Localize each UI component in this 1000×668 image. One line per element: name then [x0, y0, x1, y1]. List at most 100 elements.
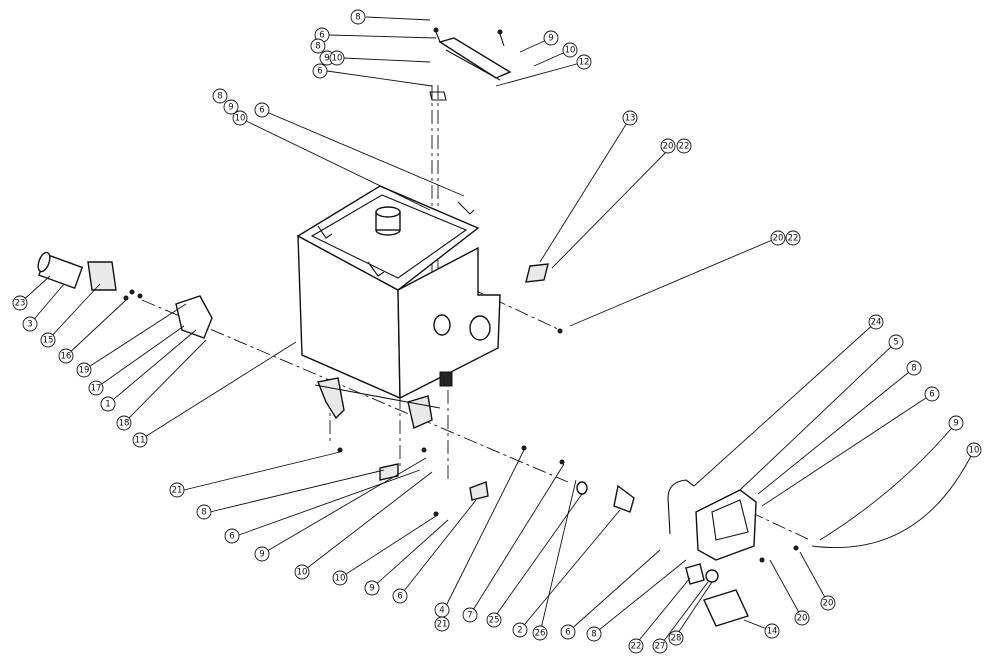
- callout-circle: [196, 504, 212, 520]
- callout-label: 22: [788, 234, 799, 244]
- callout-balloon: 9: [948, 415, 964, 431]
- callout-label: 11: [135, 436, 146, 446]
- callout-balloon: 6: [560, 624, 576, 640]
- callout-circle: [560, 624, 576, 640]
- callout-circle: [312, 63, 328, 79]
- callout-circle: [770, 230, 786, 246]
- callout-balloon: 14: [764, 623, 780, 639]
- callout-label: 3: [27, 320, 32, 330]
- callout-circle: [628, 638, 644, 654]
- callout-label: 10: [332, 54, 343, 64]
- callout-label: 20: [663, 142, 674, 152]
- callout-label: 8: [591, 630, 596, 640]
- callout-circle: [392, 588, 408, 604]
- callout-circle: [888, 334, 904, 350]
- callout-circle: [532, 625, 548, 641]
- callout-circle: [88, 380, 104, 396]
- callout-label: 1: [105, 400, 110, 410]
- callout-balloon: 26: [532, 625, 548, 641]
- callout-label: 10: [565, 46, 576, 56]
- callout-circle: [785, 230, 801, 246]
- hydraulic-tank: [296, 185, 501, 429]
- callout-balloon: 5: [888, 334, 904, 350]
- callout-balloon: 22: [785, 230, 801, 246]
- callout-circle: [232, 110, 248, 126]
- callout-label: 4: [439, 606, 444, 616]
- callout-balloon: 6: [392, 588, 408, 604]
- callout-balloon: 20: [794, 610, 810, 626]
- callout-balloon: 16: [58, 348, 74, 364]
- callout-label: 22: [631, 642, 642, 652]
- callout-circle: [364, 580, 380, 596]
- callout-balloon: 6: [924, 386, 940, 402]
- callout-balloon: 17: [88, 380, 104, 396]
- callout-balloon: 20: [770, 230, 786, 246]
- callout-balloon: 6: [224, 528, 240, 544]
- callout-balloon: 6: [254, 102, 270, 118]
- callout-balloon: 7: [462, 607, 478, 623]
- callout-label: 26: [535, 629, 546, 639]
- callout-circle: [224, 528, 240, 544]
- callout-circle: [562, 42, 578, 58]
- callout-balloon: 15: [40, 332, 56, 348]
- callout-balloon: 10: [294, 564, 310, 580]
- callout-circle: [660, 138, 676, 154]
- callout-circle: [40, 332, 56, 348]
- callout-circle: [948, 415, 964, 431]
- callout-balloon: 10: [966, 442, 982, 458]
- callout-circle: [906, 360, 922, 376]
- callout-balloon: 10: [329, 50, 345, 66]
- callout-circle: [350, 9, 366, 25]
- callout-label: 28: [671, 634, 682, 644]
- callout-balloon: 23: [12, 295, 28, 311]
- callout-label: 6: [565, 628, 570, 638]
- filler-cap: [375, 206, 401, 236]
- callout-circle: [310, 38, 326, 54]
- callout-balloon: 25: [486, 612, 502, 628]
- callout-label: 18: [119, 419, 130, 429]
- callout-label: 24: [871, 318, 882, 328]
- callout-circle: [676, 138, 692, 154]
- fittings: [337, 263, 635, 517]
- callout-label: 9: [259, 550, 264, 560]
- callout-label: 8: [217, 92, 222, 102]
- callout-label: 6: [259, 106, 264, 116]
- callout-label: 9: [369, 584, 374, 594]
- sight-box-assembly: [667, 479, 799, 627]
- callout-balloon: 9: [543, 30, 559, 46]
- callout-balloon: 3: [22, 316, 38, 332]
- callout-balloon: 19: [76, 362, 92, 378]
- callout-label: 19: [79, 366, 90, 376]
- callout-label: 10: [297, 568, 308, 578]
- callout-circle: [169, 482, 185, 498]
- callout-label: 6: [929, 390, 934, 400]
- callout-circle: [22, 316, 38, 332]
- callout-circle: [332, 570, 348, 586]
- callout-label: 20: [823, 599, 834, 609]
- callout-circle: [12, 295, 28, 311]
- callout-circle: [132, 432, 148, 448]
- callout-circle: [294, 564, 310, 580]
- callout-label: 25: [489, 616, 500, 626]
- callout-label: 21: [172, 486, 183, 496]
- callout-circle: [212, 88, 228, 104]
- callout-circle: [576, 54, 592, 70]
- callout-balloon: 9: [223, 99, 239, 115]
- callout-balloon: 10: [232, 110, 248, 126]
- callout-label: 20: [797, 614, 808, 624]
- callout-label: 9: [324, 54, 329, 64]
- callout-balloon: 20: [660, 138, 676, 154]
- callout-balloon: 1: [100, 396, 116, 412]
- callout-label: 8: [315, 42, 320, 52]
- callout-circle: [486, 612, 502, 628]
- callout-label: 5: [893, 338, 898, 348]
- callout-label: 8: [911, 364, 916, 374]
- callout-label: 20: [773, 234, 784, 244]
- callout-balloon: 24: [868, 314, 884, 330]
- filter-assembly: [37, 251, 213, 339]
- callout-label: 9: [228, 103, 233, 113]
- callout-balloon: 20: [820, 595, 836, 611]
- callout-circle: [543, 30, 559, 46]
